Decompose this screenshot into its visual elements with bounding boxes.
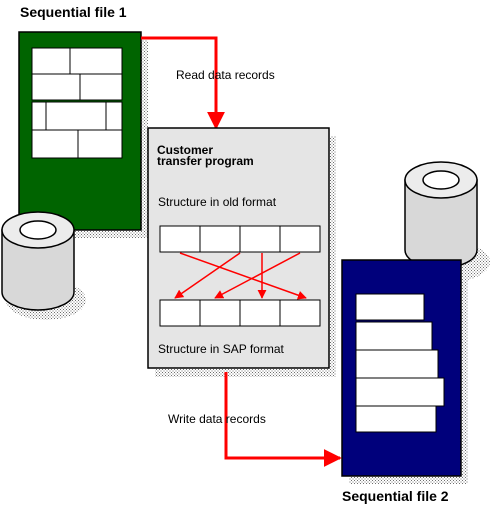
file2-record [355,293,425,321]
file2-record [355,405,437,433]
mapping-arrow [179,252,307,300]
old-structure-label: Structure in old format [158,195,277,209]
file1-record [31,47,71,75]
sap-field [199,299,241,327]
file1-record [31,73,81,101]
file1-title: Sequential file 1 [20,4,127,20]
sap-field [279,299,321,327]
file2-record [355,321,433,351]
file1-record [31,129,79,159]
file1-record [31,101,47,131]
file1-record [79,73,123,101]
file2-record [355,349,439,379]
mapping-arrow [174,252,241,299]
sap-field [239,299,281,327]
file2-record [355,377,445,407]
write-arrow [224,372,342,467]
read-arrow [141,36,225,130]
program-title-line2: transfer program [157,154,254,168]
sap-field [159,299,201,327]
file2-title: Sequential file 2 [342,488,449,504]
field-mapping-arrows [174,252,307,300]
old-field [279,225,321,253]
old-field [239,225,281,253]
file1-record [45,101,107,131]
program-box [147,127,336,377]
file1-record [69,47,123,75]
old-field [159,225,201,253]
mapping-arrow [214,252,301,299]
write-step-label: Write data records [168,412,266,426]
sap-structure [159,299,321,327]
old-field [199,225,241,253]
file1-record [105,101,123,131]
sap-structure-label: Structure in SAP format [158,342,284,356]
file1-document [18,31,148,238]
read-step-label: Read data records [176,68,275,82]
file1-cylinder [1,211,86,320]
file2-document [341,259,468,484]
file1-record [77,129,123,159]
old-structure [159,225,321,253]
program-title-line1: Customer [157,143,214,157]
